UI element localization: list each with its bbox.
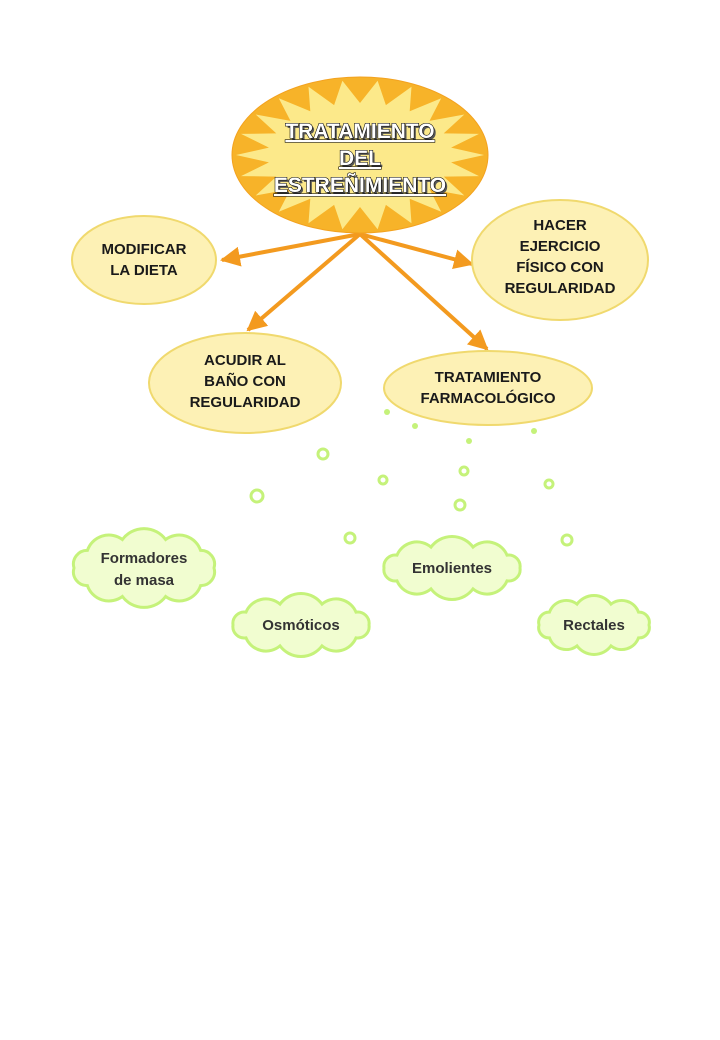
center-title-line: DEL [339,147,381,170]
node-modify-diet-line: LA DIETA [110,262,178,279]
cloud-bulk-forming: Formadores de masa [71,527,217,609]
sun-burst-shape [236,80,484,230]
bubble [458,465,470,477]
bubble [560,533,574,547]
cloud-osmotic-line: Osmóticos [262,617,340,634]
center-title-line-shadow: ESTREÑIMIENTO [276,176,448,199]
center-title-line: TRATAMIENTO [285,120,434,143]
node-bathroom-line: ACUDIR AL [204,352,286,369]
cloud-rectal-shape [537,594,651,656]
bubble [343,531,357,545]
node-exercise-line: REGULARIDAD [505,280,616,297]
node-modify-diet-label: MODIFICAR LA DIETA [102,241,187,279]
node-bathroom: ACUDIR AL BAÑO CON REGULARIDAD [148,332,342,434]
cloud-osmotic-shape [231,592,371,658]
cloud-emollient-line: Emolientes [412,560,492,577]
node-exercise-line: EJERCICIO [520,238,601,255]
bubble [377,474,389,486]
cloud-bulk-line: Formadores [101,550,188,567]
node-bathroom-line: BAÑO CON [204,372,286,390]
cloud-rectal-line: Rectales [563,617,625,634]
cloud-rectal-label: Rectales [563,617,625,634]
node-bathroom-line: REGULARIDAD [190,394,301,411]
center-node: TRATAMIENTOTRATAMIENTODELDELESTREÑIMIENT… [231,76,489,234]
cloud-emollient: Emolientes [382,535,522,601]
node-pharma-label: TRATAMIENTO FARMACOLÓGICO [421,369,556,407]
cloud-osmotic: Osmóticos [231,592,371,658]
arrow-to-exercise [359,232,474,270]
node-modify-diet: MODIFICAR LA DIETA [71,215,217,305]
node-pharma-oval [383,350,593,426]
node-exercise-oval [471,199,649,321]
node-bathroom-oval [148,332,342,434]
thought-bubbles [249,409,574,547]
node-exercise: HACER EJERCICIO FÍSICO CON REGULARIDAD [471,199,649,321]
node-modify-diet-oval [71,215,217,305]
center-title-line-shadow: TRATAMIENTO [287,122,436,145]
cloud-bulk-label: Formadores de masa [101,550,188,589]
bubble [412,423,418,429]
cloud-osmotic-label: Osmóticos [262,617,340,634]
node-exercise-line: FÍSICO CON [516,259,604,276]
node-pharma-line: FARMACOLÓGICO [421,389,556,407]
bubble [543,478,555,490]
center-title: TRATAMIENTOTRATAMIENTODELDELESTREÑIMIENT… [273,119,448,199]
bubble [531,428,537,434]
node-exercise-line: HACER [533,217,587,234]
node-pharma: TRATAMIENTO FARMACOLÓGICO [383,350,593,426]
node-modify-diet-line: MODIFICAR [102,241,187,258]
cloud-emollient-shape [382,535,522,601]
bubble [466,438,472,444]
cloud-emollient-label: Emolientes [412,560,492,577]
cloud-rectal: Rectales [537,594,651,656]
bubble [249,488,265,504]
node-pharma-line: TRATAMIENTO [435,369,542,386]
bubble [384,409,390,415]
arrow-to-bathroom [246,232,362,332]
bubble [316,447,330,461]
arrow-to-diet [220,232,361,267]
cloud-bulk-line: de masa [114,572,175,589]
node-exercise-label: HACER EJERCICIO FÍSICO CON REGULARIDAD [505,217,616,297]
center-title-line-shadow: DEL [341,149,383,172]
connectors [220,232,489,351]
node-bathroom-label: ACUDIR AL BAÑO CON REGULARIDAD [190,352,301,411]
arrow-to-pharma [358,232,489,351]
center-title-line: ESTREÑIMIENTO [274,174,446,197]
cloud-bulk-shape [71,527,217,609]
bubble [453,498,467,512]
